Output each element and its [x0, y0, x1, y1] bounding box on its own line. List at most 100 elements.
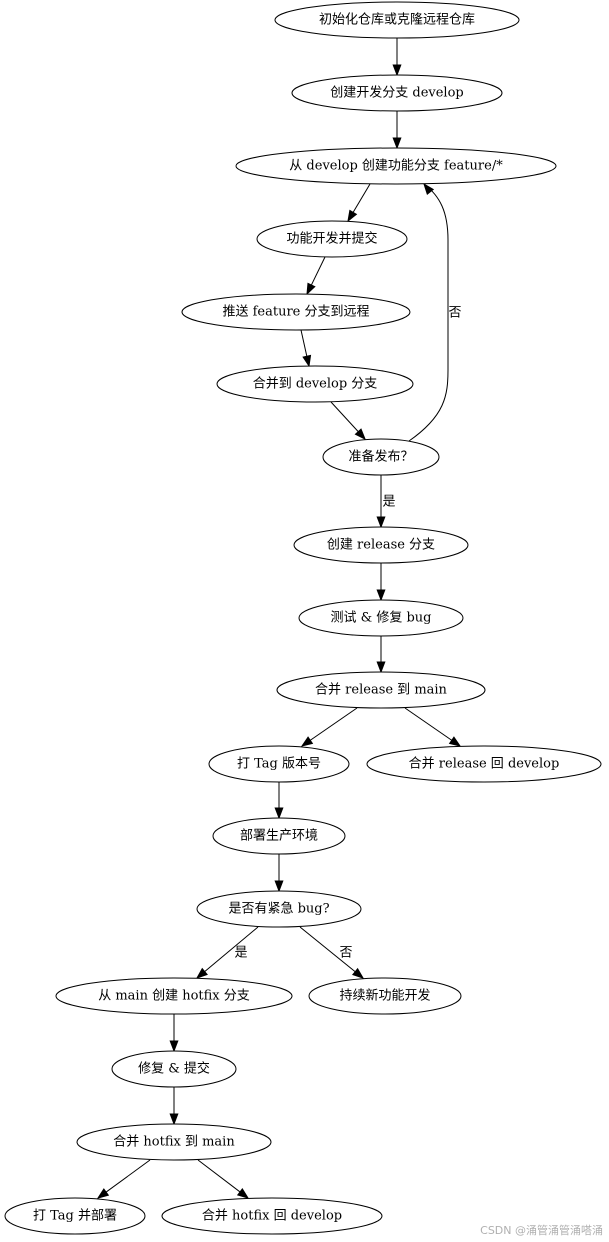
node-label: 测试 & 修复 bug	[331, 611, 432, 626]
edge-ready-to-release: 是	[376, 475, 396, 529]
edge-deploy-to-urgent	[274, 854, 284, 893]
arrowhead	[354, 428, 366, 441]
edge-line	[300, 329, 308, 358]
edge-line	[299, 926, 357, 973]
node-label: 初始化仓库或克隆远程仓库	[319, 12, 475, 28]
edge-feature-to-commit	[347, 183, 371, 223]
edge-hotfix-to-fix	[169, 1014, 179, 1053]
arrowhead	[300, 736, 314, 747]
edge-ready-to-feature: 否	[408, 182, 462, 442]
node-label: 合并 release 到 main	[315, 683, 448, 698]
node-ellipse	[322, 438, 440, 476]
arrowhead	[448, 736, 462, 747]
csdn-watermark: CSDN @涌管涌管涌嗒涌	[480, 1224, 603, 1237]
node-label: 打 Tag 版本号	[237, 757, 321, 772]
edge-label: 是	[234, 946, 247, 961]
edge-line	[408, 183, 449, 442]
node-continue: 持续新功能开发	[308, 977, 462, 1015]
edge-label: 否	[448, 306, 461, 321]
node-label: 从 main 创建 hotfix 分支	[98, 989, 250, 1004]
edge-merge_hotfix-to-hotfix_back	[197, 1159, 250, 1199]
arrowhead	[96, 1188, 110, 1199]
node-tag-deploy: 打 Tag 并部署	[4, 1197, 146, 1235]
node-ellipse	[291, 74, 503, 112]
node-ellipse	[55, 977, 293, 1015]
edge-release-to-test	[376, 563, 386, 602]
node-merge-main: 合并 release 到 main	[276, 671, 486, 709]
node-label: 功能开发并提交	[286, 231, 377, 247]
node-label: 修复 & 提交	[138, 1061, 210, 1077]
edge-merge_main-to-tag	[300, 707, 358, 747]
edge-line	[310, 256, 326, 287]
node-init: 初始化仓库或克隆远程仓库	[274, 1, 520, 39]
arrowhead	[347, 209, 358, 223]
edge-line	[404, 707, 453, 742]
node-label: 合并 hotfix 到 main	[113, 1135, 235, 1150]
node-deploy: 部署生产环境	[212, 817, 346, 855]
edge-line	[203, 926, 259, 973]
node-ellipse	[276, 671, 486, 709]
node-ellipse	[212, 817, 346, 855]
edge-label: 是	[382, 495, 395, 510]
edge-merge_hotfix-to-tag_deploy	[96, 1159, 151, 1199]
arrowhead	[195, 967, 208, 979]
node-release-back: 合并 release 回 develop	[366, 745, 602, 783]
arrowhead	[302, 354, 312, 368]
edge-commit-to-push	[306, 256, 326, 296]
edge-line	[309, 707, 358, 742]
arrowhead	[169, 1040, 179, 1053]
node-ellipse	[208, 745, 350, 783]
node-label: 合并 release 回 develop	[409, 757, 560, 772]
edge-line	[197, 1159, 242, 1193]
node-label: 推送 feature 分支到远程	[222, 305, 369, 320]
edge-test-to-merge_main	[376, 636, 386, 674]
node-label: 合并 hotfix 回 develop	[202, 1209, 342, 1224]
edge-merge_main-to-release_back	[404, 707, 462, 747]
node-ready: 准备发布？	[322, 438, 440, 476]
edge-line	[104, 1159, 151, 1194]
node-hotfix-back: 合并 hotfix 回 develop	[161, 1197, 383, 1235]
node-ellipse	[196, 890, 362, 928]
arrowhead	[392, 64, 402, 77]
node-feature: 从 develop 创建功能分支 feature/*	[235, 147, 557, 185]
node-label: 是否有紧急 bug?	[228, 902, 329, 917]
edges-layer: 否是是否	[96, 38, 462, 1199]
arrowhead	[423, 182, 435, 196]
edge-develop-to-feature	[392, 111, 402, 150]
node-merge-hotfix: 合并 hotfix 到 main	[76, 1123, 272, 1161]
edge-merge_dev-to-ready	[330, 401, 366, 441]
node-tag: 打 Tag 版本号	[208, 745, 350, 783]
arrowhead	[169, 1113, 179, 1126]
node-ellipse	[366, 745, 602, 783]
arrowhead	[351, 967, 365, 979]
node-label: 准备发布？	[348, 449, 413, 465]
node-ellipse	[256, 220, 408, 258]
node-test: 测试 & 修复 bug	[298, 599, 464, 637]
node-commit: 功能开发并提交	[256, 220, 408, 258]
arrowhead	[274, 880, 284, 893]
node-label: 创建 release 分支	[327, 538, 435, 553]
node-hotfix: 从 main 创建 hotfix 分支	[55, 977, 293, 1015]
node-ellipse	[293, 526, 469, 564]
edge-push-to-merge_dev	[300, 329, 312, 368]
node-ellipse	[161, 1197, 383, 1235]
arrowhead	[392, 137, 402, 150]
node-label: 部署生产环境	[240, 829, 318, 844]
arrowhead	[376, 661, 386, 674]
edge-init-to-develop	[392, 38, 402, 77]
edge-line	[352, 183, 371, 214]
node-ellipse	[298, 599, 464, 637]
edge-tag-to-deploy	[274, 782, 284, 820]
node-ellipse	[76, 1123, 272, 1161]
node-ellipse	[181, 293, 411, 331]
arrowhead	[376, 516, 386, 529]
node-merge-dev: 合并到 develop 分支	[216, 365, 414, 403]
node-release: 创建 release 分支	[293, 526, 469, 564]
arrowhead	[306, 282, 316, 296]
edge-urgent-to-continue: 否	[299, 926, 365, 979]
node-label: 创建开发分支 develop	[330, 85, 464, 101]
node-ellipse	[111, 1050, 237, 1088]
node-ellipse	[274, 1, 520, 39]
edge-fix-to-merge_hotfix	[169, 1087, 179, 1126]
